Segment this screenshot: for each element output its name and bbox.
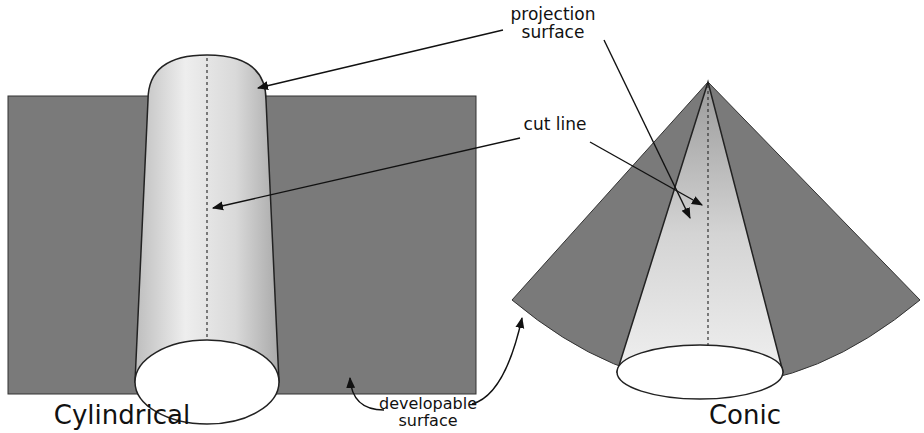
leader-line xyxy=(590,142,702,205)
cone-opening xyxy=(617,345,783,399)
callout-label: cut line xyxy=(520,116,590,134)
cut-line xyxy=(206,58,207,340)
cylinder-surface xyxy=(135,55,279,382)
figure-title: Cylindrical xyxy=(22,402,222,429)
callout-label: developable surface xyxy=(378,396,478,430)
leader-line xyxy=(472,318,522,404)
leader-line xyxy=(258,30,503,88)
cut-line xyxy=(707,85,708,345)
cone-surface xyxy=(617,82,783,386)
figure-title: Conic xyxy=(675,402,815,429)
leader-line xyxy=(350,378,384,410)
developable-fan xyxy=(512,82,920,385)
leader-line xyxy=(213,138,520,208)
callout-label: projection surface xyxy=(493,6,613,42)
